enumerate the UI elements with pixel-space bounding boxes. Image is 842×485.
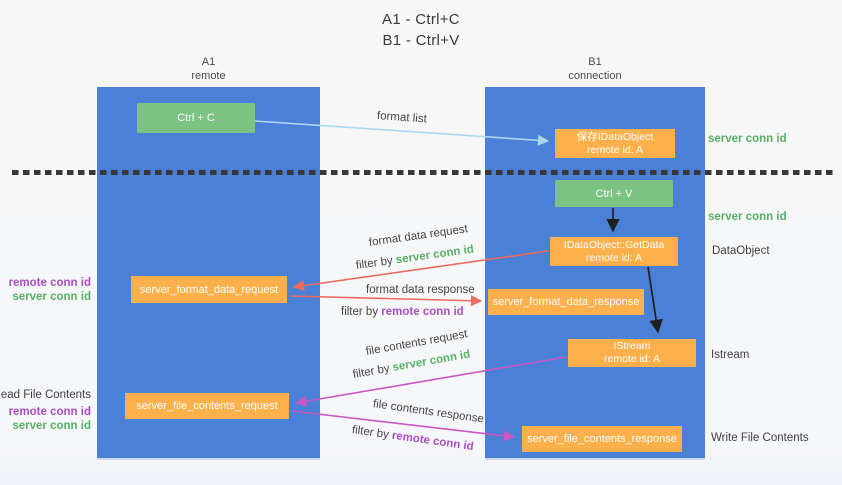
filter-by-text: filter by bbox=[341, 306, 379, 318]
lane-b1-name: B1 bbox=[588, 56, 602, 68]
remote-conn-id-text: remote conn id bbox=[391, 429, 475, 454]
node-ctrl-v: Ctrl + V bbox=[555, 180, 673, 207]
diagram-title: A1 - Ctrl+C B1 - Ctrl+V bbox=[0, 9, 842, 51]
node-server-file-contents-request: server_file_contents_request bbox=[125, 393, 289, 419]
left-label-remote-conn-id-2: remote conn id bbox=[8, 406, 91, 418]
lane-header-a1: A1 remote bbox=[97, 56, 320, 83]
right-label-server-conn-id-1: server conn id bbox=[708, 133, 787, 145]
right-label-write-file-contents: Write File Contents bbox=[711, 432, 809, 444]
filter-by-text: filter by bbox=[351, 424, 390, 442]
lane-a1-role: remote bbox=[191, 69, 226, 82]
right-label-server-conn-id-2: server conn id bbox=[708, 211, 787, 223]
filter-by-text: filter by bbox=[351, 362, 391, 381]
save-idataobject-title: 保存IDataObject bbox=[576, 130, 654, 143]
left-label-read-file-contents: Read File Contents bbox=[0, 389, 91, 401]
edge-label-format-data-request: format data request bbox=[368, 223, 469, 249]
node-ctrl-c: Ctrl + C bbox=[137, 103, 255, 133]
node-server-file-contents-response: server_file_contents_response bbox=[522, 426, 682, 452]
lane-header-b1: B1 connection bbox=[485, 56, 705, 83]
ctrl-c-label: Ctrl + C bbox=[177, 112, 215, 124]
istream-subtitle: remote id: A bbox=[603, 353, 661, 365]
left-label-server-conn-id-2: server conn id bbox=[12, 420, 91, 432]
server-format-data-request-label: server_format_data_request bbox=[139, 283, 279, 296]
save-idataobject-subtitle: remote id: A bbox=[586, 143, 644, 156]
edge-label-format-data-response: format data response bbox=[366, 284, 475, 296]
right-label-istream: Istream bbox=[711, 349, 750, 361]
edge-label-filter-remote-conn-1: filter by remote conn id bbox=[341, 306, 464, 318]
server-format-data-response-label: server_format_data_response bbox=[492, 296, 640, 308]
server-conn-id-text: server conn id bbox=[395, 243, 475, 267]
getdata-title: IDataObject::GetData bbox=[563, 238, 665, 251]
edge-label-file-contents-response: file contents response bbox=[372, 398, 485, 426]
edge-label-filter-remote-conn-2: filter by remote conn id bbox=[351, 424, 474, 453]
server-conn-id-text: server conn id bbox=[391, 348, 472, 374]
node-idataobject-getdata: IDataObject::GetData remote id: A bbox=[550, 237, 678, 266]
node-server-format-data-response: server_format_data_response bbox=[488, 289, 644, 315]
lane-b1-role: connection bbox=[568, 69, 622, 82]
istream-title: IStream bbox=[613, 340, 651, 352]
server-file-contents-request-label: server_file_contents_request bbox=[136, 400, 278, 412]
ctrl-v-label: Ctrl + V bbox=[595, 187, 633, 200]
title-line-1: A1 - Ctrl+C bbox=[382, 11, 460, 28]
server-file-contents-response-label: server_file_contents_response bbox=[527, 433, 677, 445]
filter-by-text: filter by bbox=[355, 254, 394, 272]
getdata-subtitle: remote id: A bbox=[585, 251, 643, 264]
left-label-remote-conn-id-1: remote conn id bbox=[8, 277, 91, 289]
phase-separator-dotted-line bbox=[12, 170, 836, 175]
lane-a1-name: A1 bbox=[201, 56, 216, 68]
node-istream: IStream remote id: A bbox=[568, 339, 696, 367]
remote-conn-id-text: remote conn id bbox=[381, 306, 464, 318]
right-label-dataobject: DataObject bbox=[712, 245, 770, 257]
node-save-idataobject: 保存IDataObject remote id: A bbox=[555, 129, 675, 158]
edge-label-format-list: format list bbox=[376, 110, 428, 126]
title-line-2: B1 - Ctrl+V bbox=[382, 32, 460, 49]
node-server-format-data-request: server_format_data_request bbox=[131, 276, 287, 303]
left-label-server-conn-id-1: server conn id bbox=[12, 291, 91, 303]
